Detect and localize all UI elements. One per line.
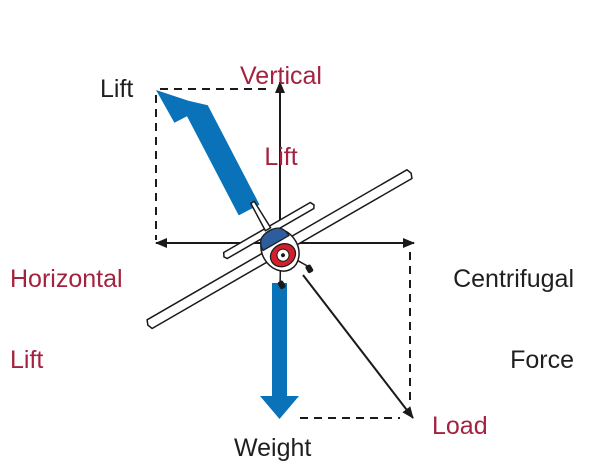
vertical-lift-label-line-2: Lift xyxy=(264,143,298,171)
aircraft-icon xyxy=(146,168,413,330)
lift-thick-arrow xyxy=(156,90,260,216)
aircraft-gear-right xyxy=(297,259,309,267)
horizontal-lift-label: Horizontal Lift xyxy=(10,212,123,428)
construction-dashed-lines xyxy=(155,88,411,419)
aircraft-wheel-right xyxy=(305,264,314,274)
aircraft-canopy xyxy=(259,227,290,252)
primary-arrows xyxy=(156,90,299,419)
centrifugal-force-label: Centrifugal Force xyxy=(420,212,574,428)
aircraft-gear-left xyxy=(279,270,282,283)
weight-thick-arrow xyxy=(260,283,299,419)
load-arrow xyxy=(302,274,414,419)
weight-label: Weight xyxy=(234,434,312,462)
aircraft-fin xyxy=(249,200,272,232)
lift-label: Lift xyxy=(100,75,134,103)
aircraft-wheel-left xyxy=(277,280,286,290)
load-label: Load xyxy=(432,412,488,440)
vertical-lift-label-line-1: Vertical xyxy=(240,62,322,90)
centrifugal-force-label-line-1: Centrifugal xyxy=(453,265,574,293)
vertical-lift-label: Vertical Lift xyxy=(216,9,346,225)
aircraft-spinner-hub xyxy=(281,253,285,258)
horizontal-lift-label-line-1: Horizontal xyxy=(10,265,123,293)
centrifugal-force-label-line-2: Force xyxy=(510,346,574,374)
horizontal-lift-label-line-2: Lift xyxy=(10,346,44,374)
